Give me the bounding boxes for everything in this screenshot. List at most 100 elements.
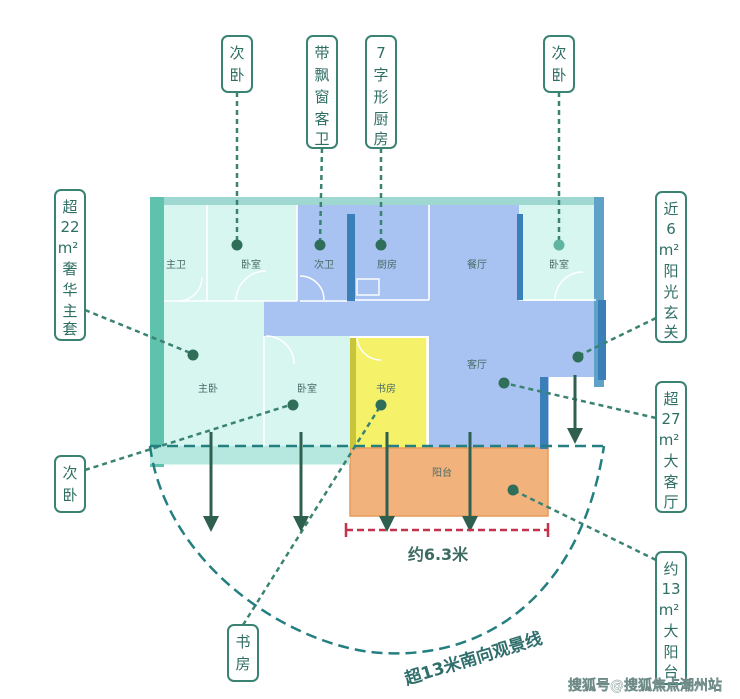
dot-master — [187, 349, 199, 361]
room-foyer — [519, 301, 602, 377]
callout-study-c2: 房 — [235, 655, 250, 673]
wall-study-left — [350, 338, 356, 448]
wall-bottom-left — [150, 446, 350, 464]
room-bedroom-mid — [264, 336, 350, 465]
callout-master-c6: 主 — [62, 302, 77, 320]
dot-study — [375, 399, 387, 411]
label-balcony: 阳台 — [432, 466, 452, 479]
callout-bedroom-top-c1: 次 — [229, 44, 244, 62]
callout-balcony-c2: 13 — [661, 580, 680, 598]
callout-foyer-c4: 阳 — [663, 262, 678, 280]
kitchen-counter — [356, 278, 380, 296]
callout-study-c1: 书 — [235, 633, 250, 651]
view-arrows — [203, 375, 583, 532]
wall-left — [150, 197, 164, 467]
room-labels: 主卫 卧室 次卫 厨房 餐厅 卧室 主卧 卧室 书房 客厅 阳台 — [166, 258, 569, 479]
label-living: 客厅 — [467, 358, 487, 371]
callout-box-master — [54, 189, 86, 341]
room-dining — [429, 197, 519, 307]
view-line-label: 超13米南向观景线 — [402, 628, 545, 690]
callout-foyer-c3: m² — [659, 241, 680, 259]
callout-balcony-c3: m² — [659, 601, 680, 619]
door-swings — [177, 270, 584, 365]
room-bedroom-top — [207, 197, 297, 301]
callout-living-c4: 大 — [663, 452, 678, 470]
callout-master-c7: 套 — [62, 320, 77, 338]
callout-master-c3: m² — [58, 239, 79, 257]
dot-bedroom-mid — [287, 399, 299, 411]
label-master-bath: 主卫 — [166, 259, 186, 271]
callout-master-c1: 超 — [62, 198, 77, 216]
dot-living — [498, 377, 510, 389]
callout-kitchen-c5: 房 — [373, 130, 388, 148]
callout-box-bedroom-left — [54, 455, 86, 513]
arrow-2-head — [293, 516, 309, 532]
callout-foyer-c7: 关 — [663, 323, 678, 341]
leader-bedroom-left — [84, 402, 294, 472]
callout-balcony-c4: 大 — [663, 622, 678, 640]
interior-lines — [164, 205, 596, 446]
callout-bedroom-right-c2: 卧 — [551, 66, 566, 84]
label-dining: 餐厅 — [467, 258, 487, 271]
callout-foyer-c1: 近 — [663, 200, 678, 218]
room-balcony — [349, 447, 549, 517]
callout-living-c6: 厅 — [663, 493, 678, 511]
width-dimension — [344, 523, 550, 537]
callout-guest-bath-c5: 卫 — [314, 130, 329, 148]
callout-guest-bath-c4: 客 — [314, 110, 329, 128]
door-arc-4 — [299, 275, 325, 301]
callout-bedroom-right-c1: 次 — [551, 44, 566, 62]
wall-right — [594, 197, 604, 387]
leader-dots — [187, 239, 584, 496]
view-arc — [148, 444, 606, 655]
view-arc-path — [148, 445, 606, 655]
callout-guest-bath-c3: 窗 — [314, 88, 329, 106]
door-arc-6 — [356, 335, 382, 361]
room-master-bedroom — [150, 301, 264, 465]
callout-kitchen-c3: 形 — [373, 88, 388, 106]
arrow-3-head — [379, 516, 395, 532]
dot-foyer — [572, 351, 584, 363]
label-kitchen: 厨房 — [377, 258, 397, 271]
wall-living-right — [540, 377, 548, 449]
dot-guest-bath — [314, 239, 326, 251]
wall-top — [150, 197, 602, 205]
callout-living-c1: 超 — [663, 390, 678, 408]
callout-balcony-c6: 台 — [663, 663, 678, 681]
callout-kitchen-c1: 7 — [376, 44, 386, 62]
rooms — [150, 197, 602, 517]
dot-balcony — [507, 484, 519, 496]
door-arc-2 — [265, 335, 295, 365]
callout-master-c5: 华 — [62, 281, 77, 299]
leader-lines — [84, 92, 657, 626]
dot-bedroom-right — [553, 239, 565, 251]
label-master-bedroom: 主卧 — [198, 382, 218, 395]
arrow-4-head — [462, 516, 478, 532]
arrow-1-head — [203, 516, 219, 532]
wall-kitchen-left — [347, 214, 355, 301]
callout-kitchen-c2: 字 — [373, 66, 388, 84]
leader-master — [84, 308, 194, 356]
label-guest-bath: 次卫 — [314, 258, 334, 271]
leader-living — [503, 381, 657, 420]
callout-box-balcony — [655, 551, 687, 685]
label-study: 书房 — [376, 382, 396, 395]
callout-bedroom-left-c2: 卧 — [62, 486, 77, 504]
wall-foyer-right — [598, 300, 606, 380]
arrow-5-head — [567, 428, 583, 444]
callout-master-c2: 22 — [60, 218, 79, 236]
room-study — [350, 338, 427, 448]
callout-foyer-c6: 玄 — [663, 304, 678, 322]
dimension-label: 约6.3米 — [408, 545, 469, 564]
label-bedroom-top: 卧室 — [241, 258, 261, 271]
left-callouts: 超 22 m² 奢 华 主 套 次 卧 书 房 — [54, 189, 259, 682]
callout-guest-bath-c2: 飘 — [314, 66, 329, 84]
callout-foyer-c2: 6 — [666, 220, 676, 238]
dot-kitchen — [375, 239, 387, 251]
right-callouts: 近 6 m² 阳 光 玄 关 超 27 m² 大 客 厅 约 13 m² 大 阳… — [655, 191, 687, 685]
callout-foyer-c5: 光 — [663, 283, 678, 301]
door-arc-1 — [235, 270, 267, 302]
door-arc-3 — [177, 276, 203, 302]
callout-box-foyer — [655, 191, 687, 343]
